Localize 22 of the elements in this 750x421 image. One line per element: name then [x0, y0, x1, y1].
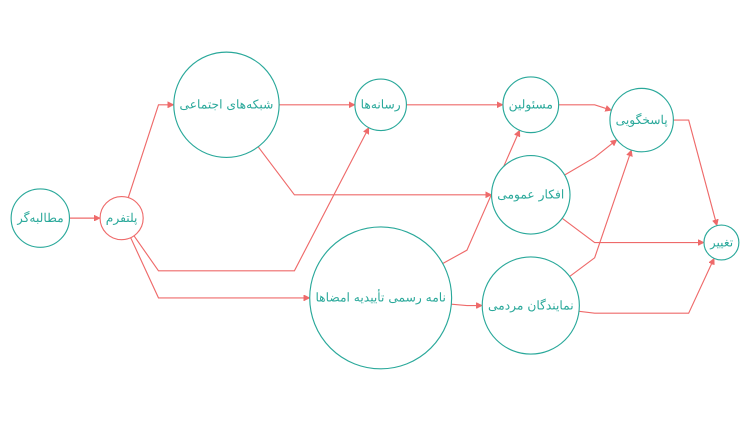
arrow	[558, 104, 612, 112]
node-circle: رسانه‌ها	[354, 78, 407, 132]
arrow	[564, 140, 618, 176]
arrow	[451, 302, 483, 309]
arrow	[578, 258, 715, 314]
arrow	[128, 101, 174, 198]
node-circle: افکار عمومی	[490, 155, 571, 235]
node-circle: شبکه‌های اجتماعی	[173, 52, 280, 158]
arrow	[569, 150, 633, 277]
node-circle: پاسخگویی	[609, 88, 674, 152]
node-circle: مسئولین	[502, 76, 560, 134]
node-circle: نامه رسمی تأییدیه امضاها	[309, 226, 452, 370]
node-circle: نمایندگان مردمی	[482, 256, 580, 355]
arrow	[406, 101, 504, 108]
arrow	[134, 127, 370, 272]
arrow	[562, 218, 704, 246]
arrow	[69, 214, 100, 222]
node-circle: پلتفرم	[99, 196, 144, 240]
arrow	[279, 101, 356, 108]
arrow	[673, 120, 719, 226]
arrow	[258, 146, 492, 198]
arrow	[130, 237, 310, 302]
